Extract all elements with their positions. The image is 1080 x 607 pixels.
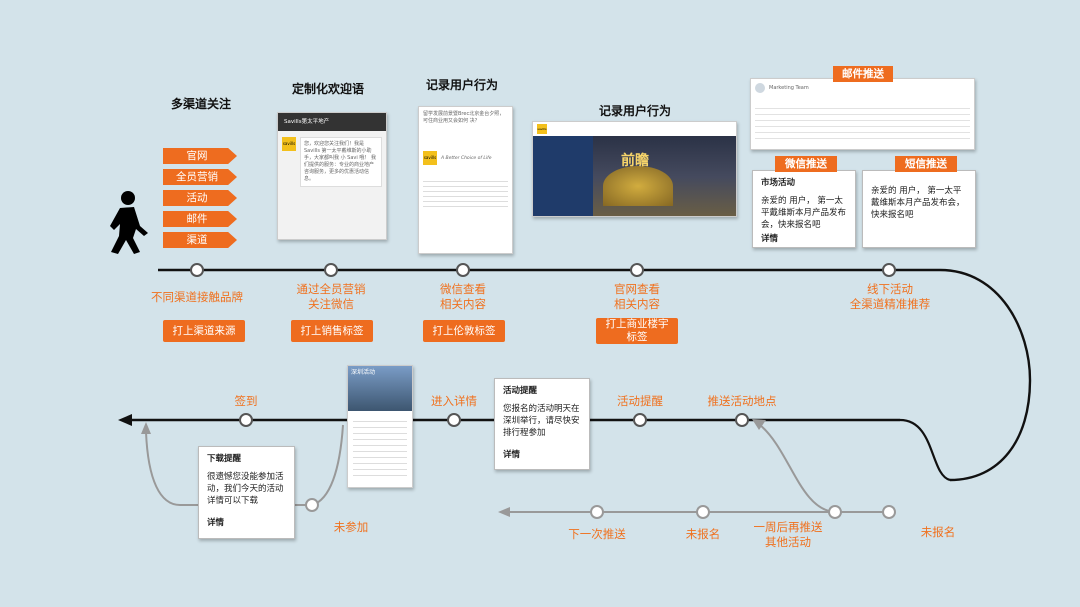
label-wechat-view: 微信查看 相关内容 bbox=[440, 282, 486, 311]
walking-person-icon bbox=[110, 191, 148, 254]
node-activity-remind bbox=[633, 413, 647, 427]
label-checkin: 签到 bbox=[234, 394, 258, 408]
sms-push-badge: 短信推送 bbox=[895, 156, 957, 172]
sms-card: 亲爱的 用户， 第一太平戴维斯本月产品发布会，快来报名吧 bbox=[862, 170, 976, 248]
label-enter-detail: 进入详情 bbox=[431, 394, 477, 408]
node-not-registered-1 bbox=[696, 505, 710, 519]
wechat-welcome-message: 您，欢迎您关注我们！我是 Savills 第一太平戴维斯的小助手，大家都叫我 小… bbox=[300, 137, 382, 187]
channel-activity: 活动 bbox=[163, 190, 237, 206]
label-not-registered-2: 未报名 bbox=[920, 525, 956, 539]
title-record-behavior-1: 记录用户行为 bbox=[426, 78, 499, 92]
email-push-badge: 邮件推送 bbox=[833, 66, 893, 82]
label-not-registered-1: 未报名 bbox=[685, 527, 721, 541]
label-follow-wechat: 通过全员营销 关注微信 bbox=[296, 282, 366, 311]
wechat-welcome-screenshot: Savills第太平地产 savills 您，欢迎您关注我们！我是 Savill… bbox=[277, 112, 387, 240]
right-curve bbox=[939, 268, 1032, 482]
reminder-card-more[interactable]: 详情 bbox=[503, 450, 521, 460]
label-push-location: 推送活动地点 bbox=[707, 394, 777, 408]
website-logo: savills bbox=[537, 124, 547, 134]
label-repush: 一周后再推送 其他活动 bbox=[753, 520, 823, 549]
middle-arrowhead bbox=[118, 414, 132, 426]
node-enter-detail bbox=[447, 413, 461, 427]
tag-brand: 打上伦敦标签 bbox=[423, 320, 505, 342]
channel-other: 渠道 bbox=[163, 232, 237, 248]
label-touch-brand: 不同渠道接触品牌 bbox=[151, 290, 243, 304]
channel-website: 官网 bbox=[163, 148, 237, 164]
website-screenshot: savills 前瞻 bbox=[532, 121, 737, 217]
event-app-screenshot: 深圳活动 bbox=[347, 365, 413, 488]
label-offline-event: 线下活动 全渠道精准推荐 bbox=[849, 282, 931, 311]
node-offline-event bbox=[882, 263, 896, 277]
label-activity-remind: 活动提醒 bbox=[617, 394, 663, 408]
tag-sales: 打上销售标签 bbox=[291, 320, 373, 342]
activity-reminder-card: 活动提醒 您报名的活动明天在深圳举行，请尽快安排行程参加 详情 bbox=[494, 378, 590, 470]
node-not-attend bbox=[305, 498, 319, 512]
title-custom-welcome: 定制化欢迎语 bbox=[292, 82, 365, 96]
article-text: 留学发展前景暨Brec北京金台夕照，可住商业用又会如何 决？ bbox=[423, 111, 505, 124]
savills-avatar: savills bbox=[282, 137, 296, 151]
download-card-body: 很遗憾您没能参加活动，我们今天的活动详情可以下载 bbox=[207, 472, 284, 506]
channel-email: 邮件 bbox=[163, 211, 237, 227]
title-multi-channel: 多渠道关注 bbox=[171, 97, 232, 111]
node-follow-wechat bbox=[324, 263, 338, 277]
node-next-push bbox=[590, 505, 604, 519]
node-wechat-view bbox=[456, 263, 470, 277]
savills-logo: savills bbox=[423, 151, 437, 165]
label-website-view: 官网查看 相关内容 bbox=[614, 282, 660, 311]
node-push-location bbox=[735, 413, 749, 427]
tag-commercial-building: 打上商业楼宇 标签 bbox=[596, 318, 678, 344]
website-hero-text: 前瞻 bbox=[621, 153, 649, 169]
node-repush bbox=[828, 505, 842, 519]
node-touch-brand bbox=[190, 263, 204, 277]
download-reminder-card: 下载提醒 很遗憾您没能参加活动，我们今天的活动详情可以下载 详情 bbox=[198, 446, 295, 539]
email-sender: Marketing Team bbox=[769, 84, 809, 91]
email-screenshot: Marketing Team bbox=[750, 78, 975, 150]
label-not-attend: 未参加 bbox=[333, 520, 369, 534]
wechat-article-screenshot: 留学发展前景暨Brec北京金台夕照，可住商业用又会如何 决？ savills A… bbox=[418, 106, 513, 254]
sender-avatar bbox=[755, 83, 765, 93]
download-card-more[interactable]: 详情 bbox=[207, 518, 225, 528]
reminder-card-title: 活动提醒 bbox=[503, 386, 538, 396]
market-activity-card: 市场活动 亲爱的 用户， 第一太平戴维斯本月产品发布会，快来报名吧 详情 bbox=[752, 170, 856, 248]
article-slogan: A Better Choice of Life bbox=[441, 155, 492, 161]
wechat-push-badge: 微信推送 bbox=[775, 156, 837, 172]
download-card-title: 下载提醒 bbox=[207, 454, 242, 464]
reminder-card-body: 您报名的活动明天在深圳举行，请尽快安排行程参加 bbox=[503, 404, 580, 438]
label-next-push: 下一次推送 bbox=[568, 527, 626, 541]
title-record-behavior-2: 记录用户行为 bbox=[599, 104, 672, 118]
market-card-body: 亲爱的 用户， 第一太平戴维斯本月产品发布会，快来报名吧 bbox=[761, 196, 847, 230]
market-card-more[interactable]: 详情 bbox=[761, 234, 779, 244]
node-website-view bbox=[630, 263, 644, 277]
event-app-banner: 深圳活动 bbox=[348, 366, 412, 411]
wechat-chat-header: Savills第太平地产 bbox=[278, 113, 386, 131]
node-not-registered-2 bbox=[882, 505, 896, 519]
node-checkin bbox=[239, 413, 253, 427]
sms-card-body: 亲爱的 用户， 第一太平戴维斯本月产品发布会，快来报名吧 bbox=[871, 186, 965, 220]
tag-channel-source: 打上渠道来源 bbox=[163, 320, 245, 342]
market-card-title: 市场活动 bbox=[761, 178, 796, 188]
channel-all-staff-marketing: 全员营销 bbox=[163, 169, 237, 185]
